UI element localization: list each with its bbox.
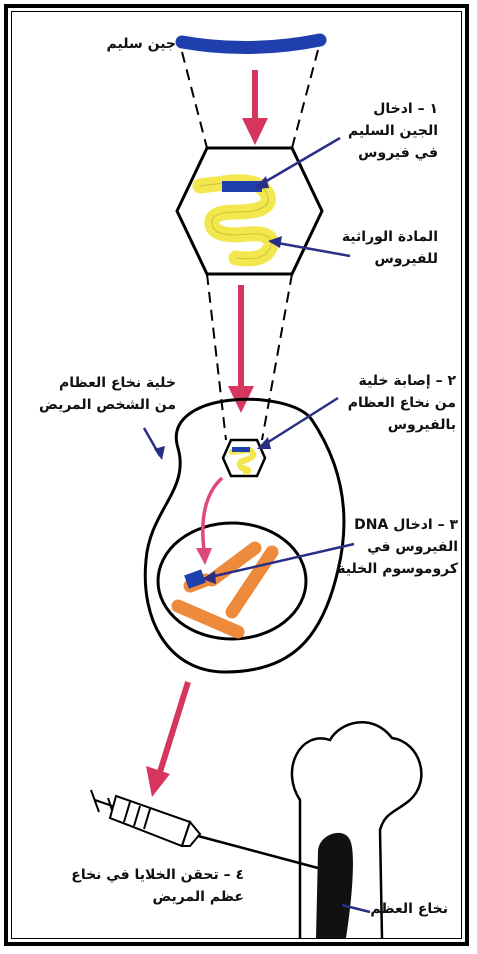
label-bone-marrow-cell: خلية نخاع العظام من الشخص المريض [20,372,176,416]
label-bone-marrow: نخاع العظم [352,898,448,920]
red-arrow-1-head [242,118,268,145]
label-viral-material: المادة الوراثية للفيروس [330,226,438,270]
label-step1: ١ – ادخال الجين السليم في فيروس [306,98,438,164]
label-healthy-gene: جين سليم [80,33,176,55]
dashed-line-left-2 [207,274,226,440]
label-step4: ٤ – تحقن الخلايا في نخاع عظم المريض [24,864,244,908]
viral-genetic-material [200,182,271,259]
syringe [91,790,200,846]
pink-arrow-to-nucleus [203,478,222,550]
cell-nucleus [158,523,306,639]
label-step2: ٢ – إصابة خلية من نخاع العظام بالفيروس [318,370,456,436]
healthy-gene-bar [182,40,320,48]
red-arrow-3-shaft [160,682,188,772]
red-arrow-3-head [146,766,170,797]
dashed-line-right-2 [262,274,292,440]
dashed-line-left-1 [182,52,207,148]
small-virus-gene [232,447,250,452]
bone-marrow-core [316,833,353,938]
pink-arrow-head [196,548,212,565]
inserted-gene-segment [222,181,262,192]
label-step3: ٣ – ادخال DNA الفيروس في كروموسوم الخلية [312,514,458,580]
